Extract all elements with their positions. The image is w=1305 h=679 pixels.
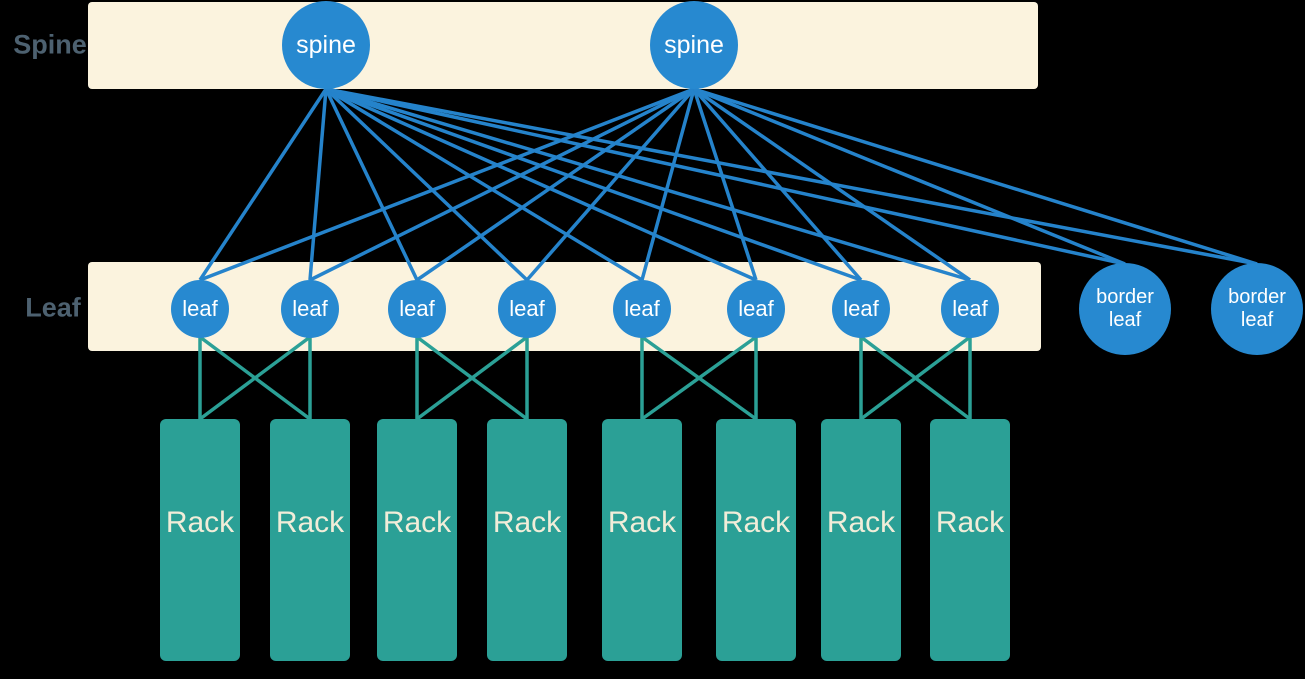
- border-leaf-node-2: border leaf: [1211, 263, 1303, 355]
- rack-label: Rack: [826, 506, 896, 539]
- link-spine1-leaf1: [198, 88, 328, 281]
- leaf-node-label: leaf: [182, 296, 218, 321]
- leaf-node-5: leaf: [613, 280, 671, 338]
- spine-node-2: spine: [650, 1, 738, 89]
- link-spine2-border2: [693, 87, 1258, 266]
- rack-4: Rack: [487, 419, 567, 661]
- link-spine1-border2: [325, 87, 1258, 266]
- link-spine2-leaf3: [416, 87, 695, 282]
- border-leaf-node-1: border leaf: [1079, 263, 1171, 355]
- leaf-node-4: leaf: [498, 280, 556, 338]
- spine-node-label: spine: [296, 30, 356, 59]
- leaf-node-8: leaf: [941, 280, 999, 338]
- leaf-node-label: leaf: [399, 296, 435, 321]
- link-spine2-leaf8: [693, 87, 971, 282]
- link-spine1-leaf6: [325, 87, 757, 282]
- leaf-node-label: leaf: [624, 296, 660, 321]
- link-spine1-border1: [325, 87, 1126, 266]
- link-spine1-leaf5: [325, 87, 643, 282]
- link-spine2-leaf4: [525, 87, 696, 282]
- rack-5: Rack: [602, 419, 682, 661]
- rack-label: Rack: [492, 506, 562, 539]
- leaf-node-label: leaf: [738, 296, 774, 321]
- spine-tier-band: [88, 2, 1038, 89]
- leaf-node-2: leaf: [281, 280, 339, 338]
- link-spine2-leaf5: [640, 88, 696, 281]
- leaf-node-label: leaf: [843, 296, 879, 321]
- rack-label: Rack: [935, 506, 1005, 539]
- link-spine1-leaf4: [324, 87, 529, 282]
- link-spine2-border1: [693, 87, 1126, 266]
- link-spine2-leaf1: [199, 87, 695, 282]
- link-spine1-leaf3: [324, 88, 419, 281]
- rack-8: Rack: [930, 419, 1010, 661]
- link-spine2-leaf7: [692, 87, 863, 282]
- link-spine1-leaf2: [308, 88, 328, 281]
- rack-6: Rack: [716, 419, 796, 661]
- spine-node-1: spine: [282, 1, 370, 89]
- rack-label: Rack: [607, 506, 677, 539]
- rack-3: Rack: [377, 419, 457, 661]
- rack-label: Rack: [721, 506, 791, 539]
- rack-label: Rack: [165, 506, 235, 539]
- rack-2: Rack: [270, 419, 350, 661]
- link-spine1-leaf8: [325, 87, 971, 282]
- leaf-tier-label: Leaf: [25, 292, 81, 323]
- leaf-node-7: leaf: [832, 280, 890, 338]
- leaf-node-label: leaf: [292, 296, 328, 321]
- spine-node-label: spine: [664, 30, 724, 59]
- spine-tier-label: Spine: [13, 29, 87, 60]
- leaf-node-1: leaf: [171, 280, 229, 338]
- link-spine2-leaf2: [309, 87, 695, 282]
- border-leaf-node-label: border leaf: [1228, 286, 1286, 331]
- border-leaf-node-label: border leaf: [1096, 286, 1154, 331]
- leaf-node-label: leaf: [952, 296, 988, 321]
- rack-1: Rack: [160, 419, 240, 661]
- rack-label: Rack: [382, 506, 452, 539]
- link-spine2-leaf6: [692, 88, 758, 281]
- leaf-node-3: leaf: [388, 280, 446, 338]
- leaf-tier-band: [88, 262, 1041, 351]
- rack-7: Rack: [821, 419, 901, 661]
- rack-label: Rack: [275, 506, 345, 539]
- link-spine1-leaf7: [325, 87, 862, 282]
- leaf-node-6: leaf: [727, 280, 785, 338]
- leaf-node-label: leaf: [509, 296, 545, 321]
